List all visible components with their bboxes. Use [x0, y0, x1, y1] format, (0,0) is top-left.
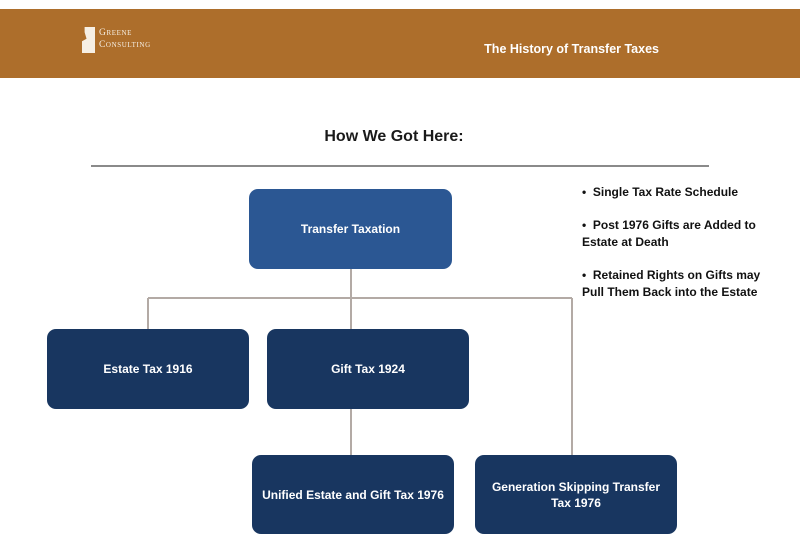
node-unified-tax: Unified Estate and Gift Tax 1976	[252, 455, 454, 534]
bullet-item: • Retained Rights on Gifts may Pull Them…	[582, 268, 761, 299]
company-logo: Greene Consulting	[82, 27, 182, 57]
header-title: The History of Transfer Taxes	[484, 42, 659, 56]
divider-rule	[91, 165, 709, 167]
top-margin	[0, 0, 800, 9]
node-transfer-taxation: Transfer Taxation	[249, 189, 452, 269]
bullet-list: • Single Tax Rate Schedule • Post 1976 G…	[582, 184, 782, 317]
bullet-text: Single Tax Rate Schedule	[592, 185, 739, 199]
header-bar: Greene Consulting The History of Transfe…	[0, 9, 800, 78]
logo-mark-icon	[82, 27, 95, 53]
node-generation-skipping-tax: Generation Skipping Transfer Tax 1976	[475, 455, 677, 534]
bullet-text: Retained Rights on Gifts may Pull Them B…	[582, 268, 761, 299]
logo-line-2: Consulting	[99, 40, 151, 50]
bullet-item: • Post 1976 Gifts are Added to Estate at…	[582, 218, 756, 249]
node-gift-tax: Gift Tax 1924	[267, 329, 469, 409]
node-estate-tax: Estate Tax 1916	[47, 329, 249, 409]
logo-line-1: Greene	[99, 28, 133, 38]
bullet-text: Post 1976 Gifts are Added to Estate at D…	[582, 218, 756, 249]
bullet-item: • Single Tax Rate Schedule	[582, 185, 739, 199]
section-title: How We Got Here:	[324, 128, 464, 145]
